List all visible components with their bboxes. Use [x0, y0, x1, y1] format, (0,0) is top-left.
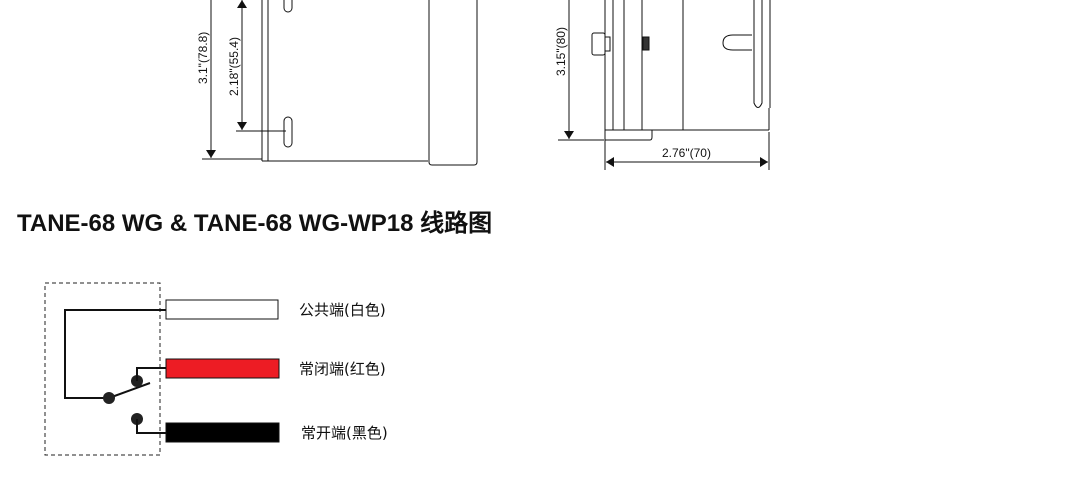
mounting-slot: [283, 0, 293, 13]
common-wire: [64, 309, 166, 399]
hook-slot: [722, 34, 752, 51]
wire-nc-red: [165, 358, 280, 379]
housing-outline: [428, 0, 478, 166]
switch-enclosure: [44, 282, 161, 456]
width-dimension-label: 2.76"(70): [662, 146, 711, 160]
nut-icon: [591, 32, 606, 56]
pivot-contact: [103, 392, 115, 404]
front-view-drawing: [558, 0, 771, 170]
switch-lever: [108, 382, 151, 399]
wiring-diagram-title: TANE-68 WG & TANE-68 WG-WP18 线路图: [17, 209, 492, 237]
side-view-drawing: [202, 0, 478, 166]
wire-label-common: 公共端(白色): [299, 301, 386, 319]
height-dimension-label: 3.1"(78.8): [196, 32, 210, 84]
wire-label-nc: 常闭端(红色): [299, 360, 386, 378]
slot-spacing-label: 2.18"(55.4): [227, 37, 241, 96]
wire-common-white: [165, 299, 279, 320]
thread-icon: [642, 36, 650, 51]
wire-label-no: 常开端(黑色): [301, 424, 388, 442]
mounting-slot: [283, 116, 293, 148]
wiring-diagram: 公共端(白色) 常闭端(红色) 常开端(黑色): [44, 282, 388, 456]
height-dimension-label: 3.15"(80): [554, 27, 568, 76]
wire-no-black: [165, 422, 280, 443]
